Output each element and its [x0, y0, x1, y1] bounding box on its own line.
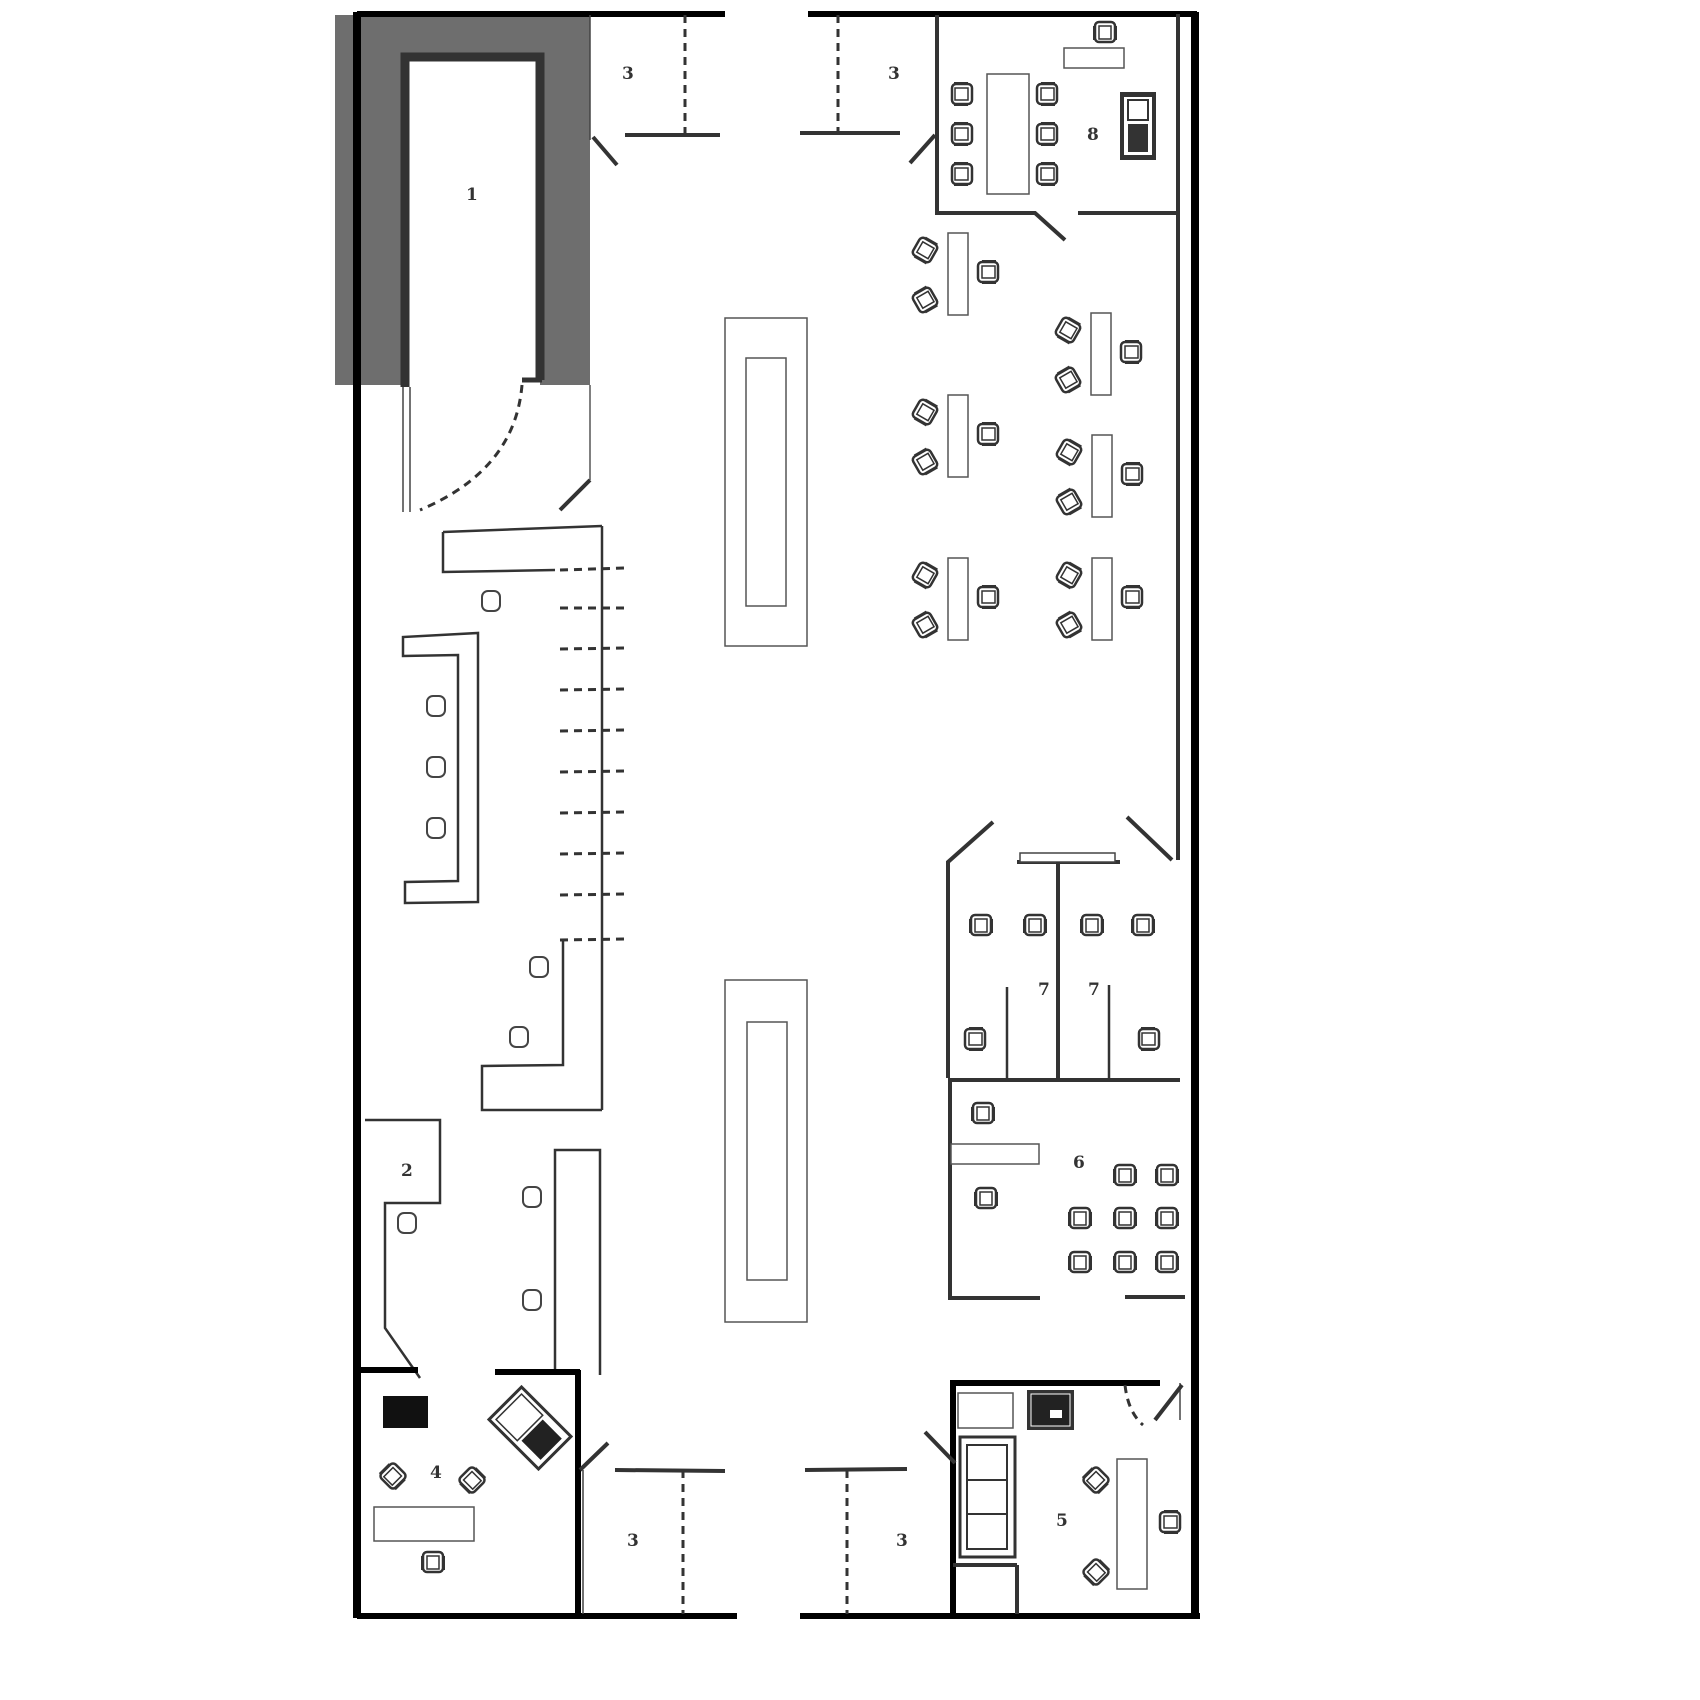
vault-room: [335, 15, 592, 512]
open-office-desks: [909, 232, 1144, 641]
kitchenette-icon: [1120, 92, 1156, 160]
room-5: [923, 1380, 1184, 1614]
room-6: [948, 1080, 1185, 1300]
room-3-bottom-right: [804, 1467, 908, 1614]
room-7-left-label: 7: [1038, 980, 1050, 1000]
room-4-label: 4: [430, 1463, 442, 1483]
center-display-top: [724, 317, 808, 647]
sofa-icon: [958, 1435, 1017, 1559]
room-4: [357, 1367, 581, 1618]
room-3-bottom-right-label: 3: [896, 1531, 908, 1551]
room-3-top-left-label: 3: [622, 64, 634, 84]
room-3-bottom-left-label: 3: [627, 1531, 639, 1551]
room-3-top-right-label: 3: [888, 64, 900, 84]
room-2-label: 2: [401, 1161, 413, 1181]
room-1-label: 1: [466, 185, 478, 205]
room-6-label: 6: [1073, 1153, 1085, 1173]
counter-bottom: [522, 1148, 602, 1375]
center-display-bottom: [724, 979, 808, 1323]
room-3-top-right: [800, 15, 937, 165]
kitchenette-icon: [486, 1384, 574, 1472]
room-7-right-label: 7: [1088, 980, 1100, 1000]
room-5-label: 5: [1056, 1511, 1068, 1531]
room-8-label: 8: [1087, 125, 1099, 145]
room-3-top-left: [589, 15, 720, 167]
u-desk: [401, 631, 480, 905]
room-3-bottom-left: [578, 1441, 726, 1614]
rooms-7: [946, 815, 1180, 1082]
outer-walls: [353, 11, 1200, 1619]
room-8: [935, 15, 1178, 242]
kitchenette-icon: [1027, 1390, 1074, 1430]
room-2: [365, 1118, 442, 1379]
teller-counter: [441, 524, 626, 1112]
